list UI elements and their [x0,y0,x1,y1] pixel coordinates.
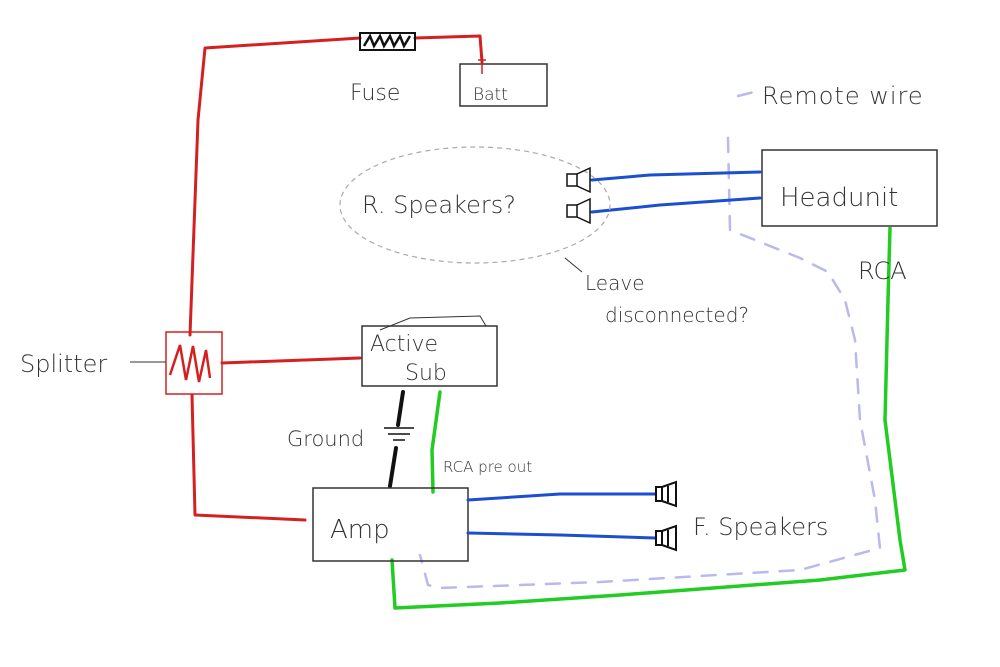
rca-wire-headunit-to-amp [390,226,907,610]
speaker-icon [566,197,591,225]
rca-pre-out-wire [430,390,442,494]
remote-wire-label: Remote wire [762,82,924,110]
amp-label: Amp [330,515,390,545]
splitter-label: Splitter [20,350,107,378]
speaker-icon [655,524,677,552]
fuse-label: Fuse [350,81,400,106]
rca-pre-out-label: RCA pre out [443,458,532,476]
battery-label: Batt [473,85,508,105]
rear-speakers-label: R. Speakers? [362,191,516,219]
power-wire-splitter-to-sub [220,356,362,365]
battery [459,56,548,107]
ground-icon [384,427,414,441]
active-sub-label-line2: Sub [405,361,447,386]
front-speaker-wires [466,492,657,540]
head-unit-label: Headunit [780,183,898,213]
leave-label: Leave [585,271,645,295]
active-sub-box [361,325,498,387]
rear-speaker-wires [590,170,762,214]
power-wires [188,34,484,522]
ground-wire-upper [396,390,405,427]
ground-label: Ground [287,427,364,451]
fuse-icon [359,32,416,51]
power-wire-splitter-to-amp [190,393,307,522]
splitter-icon [130,331,223,395]
power-wire-batt-to-splitter [188,34,484,337]
disconnected-label: disconnected? [605,303,749,327]
front-speakers-label: F. Speakers [693,513,828,541]
head-unit-box [761,149,938,227]
active-sub-label-line1: Active [370,332,438,357]
rear-speakers-cloud [339,146,611,264]
ground-wire-lower [388,446,398,488]
amp-box [312,487,469,562]
remote-wire [418,90,882,590]
battery-plus-terminal [478,56,486,74]
speaker-icon [655,480,677,508]
rca-label: RCA [858,257,907,285]
speaker-icon [566,166,591,194]
